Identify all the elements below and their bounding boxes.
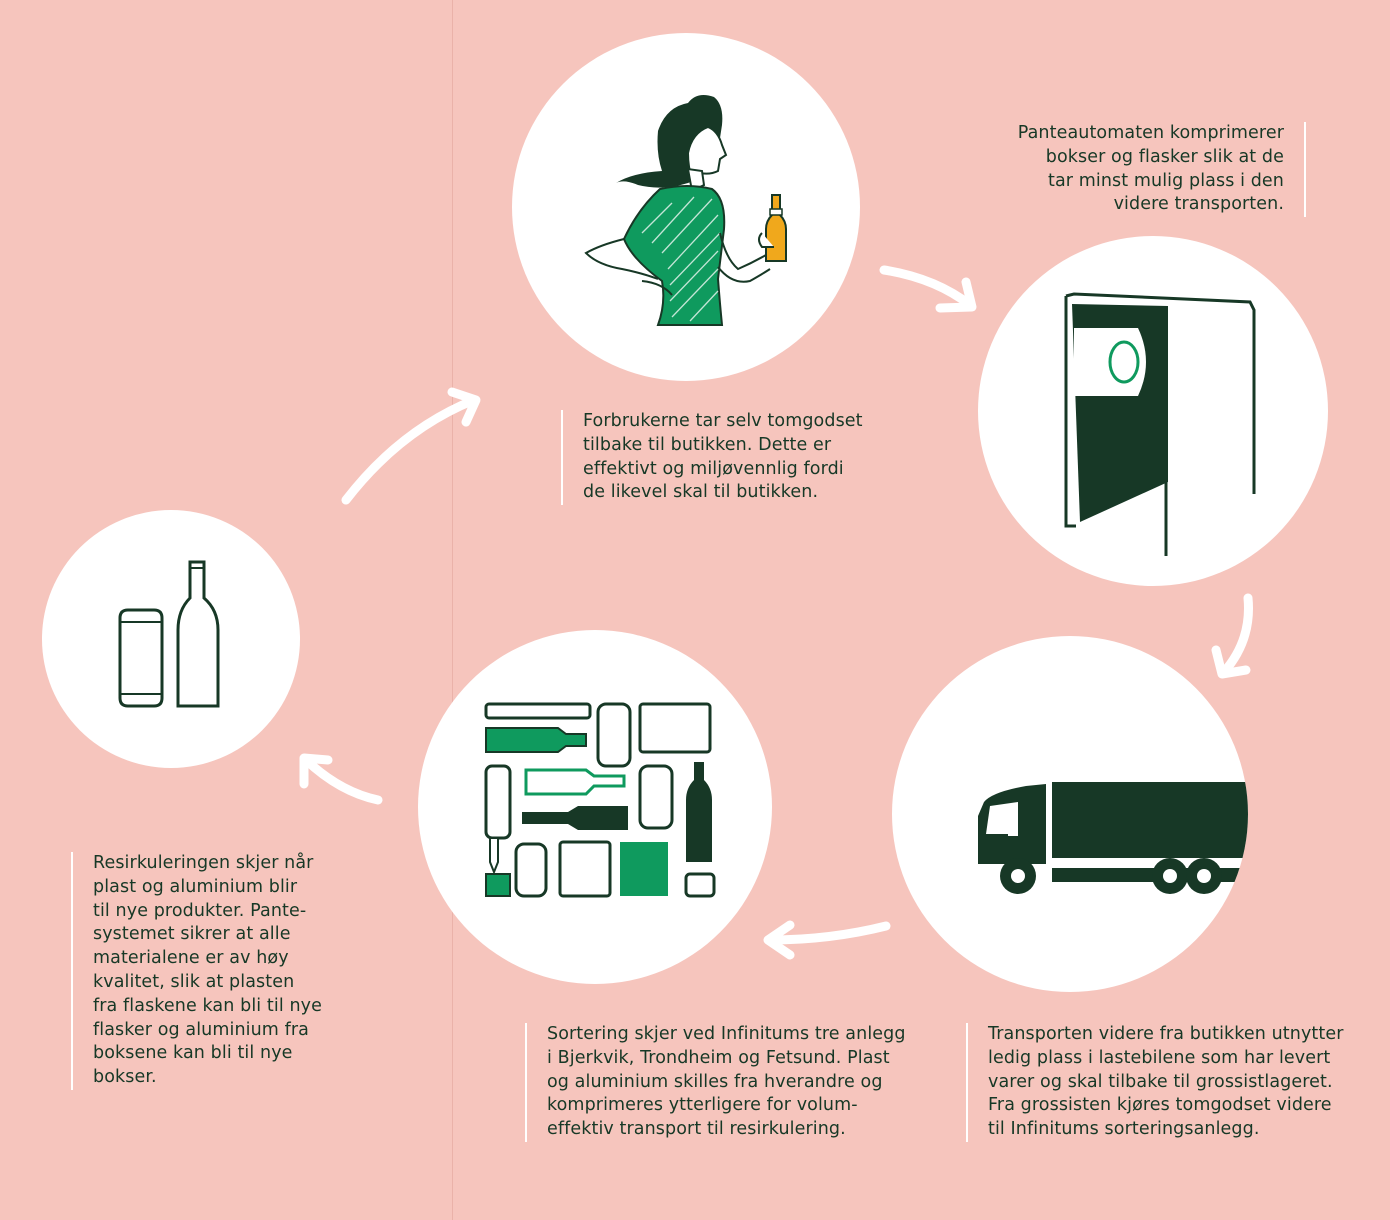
sorting-caption: Sortering skjer ved Infinitums tre anleg… — [525, 1023, 947, 1142]
truck-circle — [892, 636, 1248, 992]
sorted-containers-icon — [484, 702, 716, 898]
deposit-machine-icon — [1064, 292, 1256, 556]
recycling-caption: Resirkuleringen skjer når plast og alumi… — [71, 852, 353, 1090]
arrow-recycling-to-consumer — [341, 387, 481, 505]
consumer-circle — [512, 33, 860, 381]
machine-circle — [978, 236, 1328, 586]
can-and-bottle-icon — [118, 560, 220, 708]
arrow-truck-to-sorting — [763, 920, 891, 960]
woman-with-bottle-icon — [584, 95, 787, 326]
truck-caption: Transporten videre fra butikken utnytter… — [966, 1023, 1388, 1142]
page-fold-line — [452, 0, 453, 1220]
recycling-circle — [42, 510, 300, 768]
arrow-sorting-to-recycling — [299, 753, 383, 805]
truck-icon — [978, 782, 1248, 894]
sorting-circle — [418, 630, 772, 984]
consumer-caption: Forbrukerne tar selv tomgodset tilbake t… — [561, 410, 903, 506]
arrow-consumer-to-machine — [879, 265, 977, 313]
machine-caption: Panteautomaten komprimerer bokser og fla… — [970, 122, 1306, 218]
